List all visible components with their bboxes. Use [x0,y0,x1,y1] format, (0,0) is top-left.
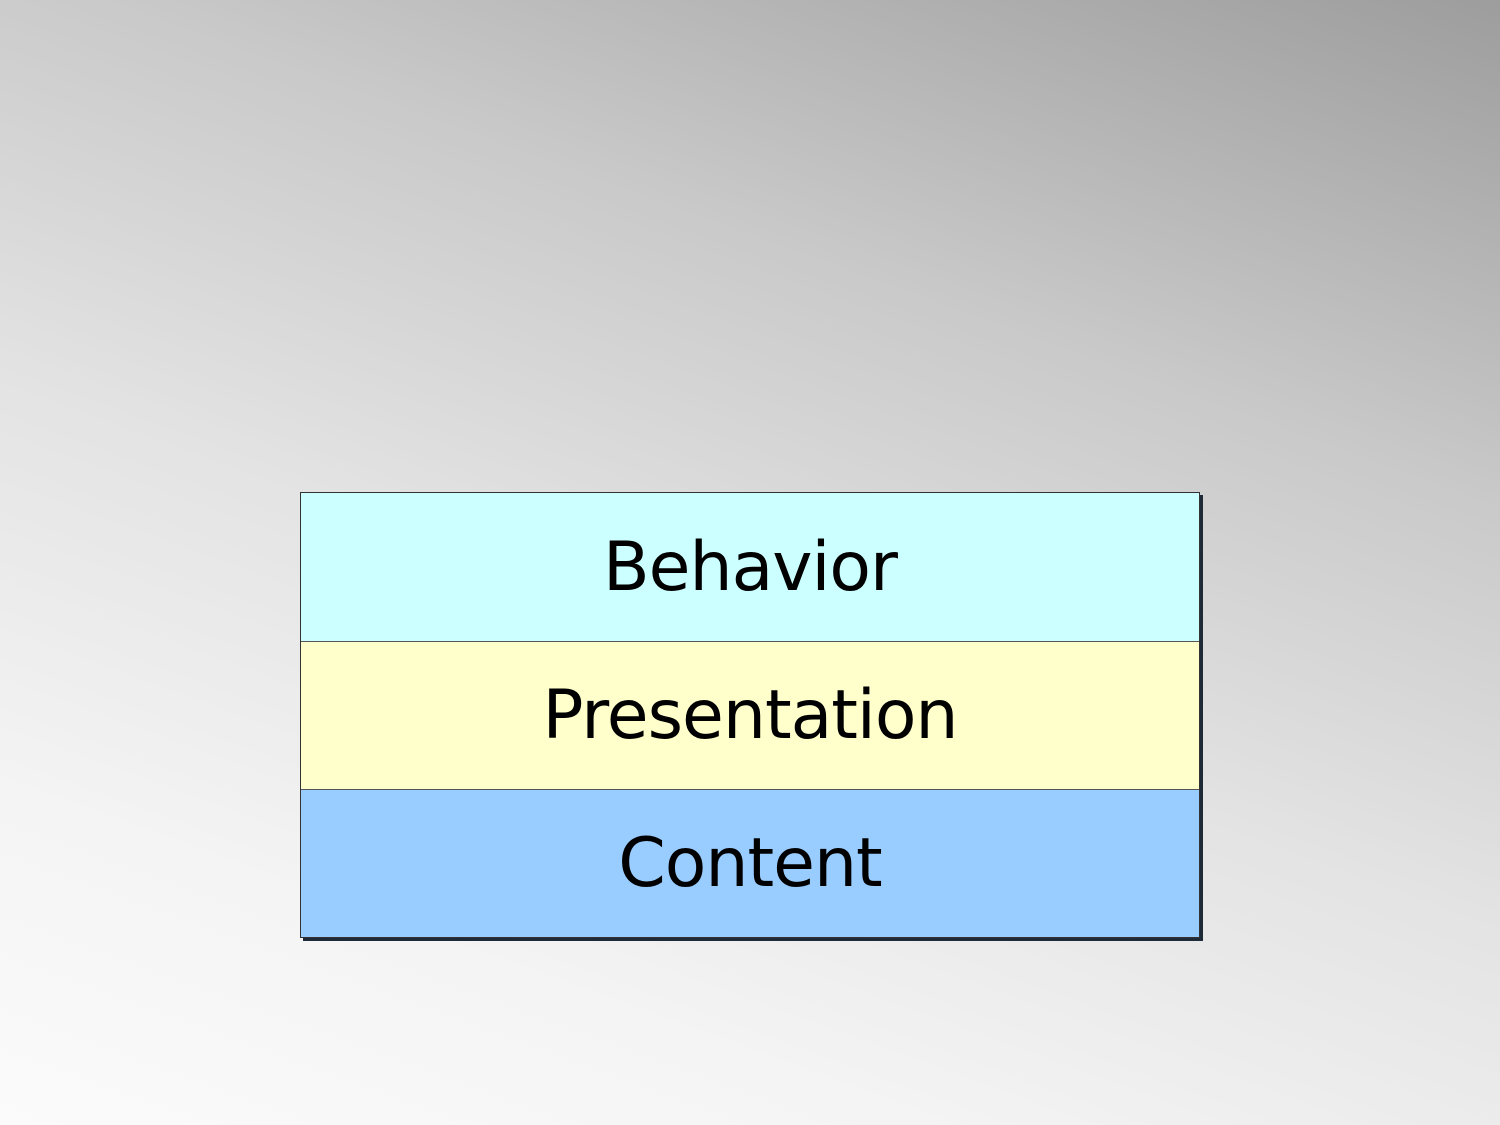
layer-content: Content [301,789,1199,937]
layer-stack-diagram: Behavior Presentation Content [300,492,1200,938]
layer-presentation-label: Presentation [542,676,958,755]
layer-presentation: Presentation [301,641,1199,789]
layer-behavior: Behavior [301,493,1199,641]
layer-content-label: Content [618,824,882,903]
layer-behavior-label: Behavior [603,527,898,607]
